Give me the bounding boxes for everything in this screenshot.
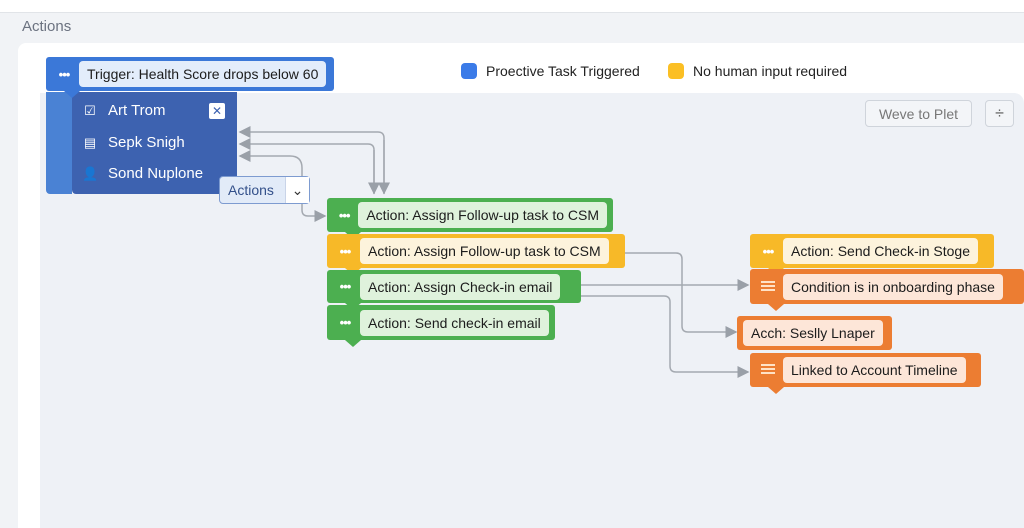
side-menu-item-sond-nuplone[interactable]: 👤 Sond Nuplone [82,165,203,182]
condition-label: Condition is in onboarding phase [783,273,1003,300]
action-block[interactable]: ••• Action: Assign Follow-up task to CSM [327,234,625,275]
legend-item-proactive: Proective Task Triggered [461,63,640,79]
top-bar [0,0,1024,13]
inbox-icon: ▤ [83,134,97,150]
condition-block[interactable]: Condition is in onboarding phase [750,269,1024,311]
more-icon[interactable]: ••• [338,207,351,223]
timeline-label: Linked to Account Timeline [783,357,966,383]
list-icon [761,280,775,293]
action-label: Action: Assign Follow-up task to CSM [358,202,607,228]
action-label: Acch: Seslly Lnaper [743,320,883,346]
side-menu: ☑ Art Trom ✕ ▤ Sepk Snigh 👤 Sond Nuplone [72,92,237,194]
users-icon: 👤 [82,165,99,181]
action-block[interactable]: Acch: Seslly Lnaper [737,316,892,350]
trigger-label: Trigger: Health Score drops below 60 [79,61,327,87]
side-menu-strip [46,92,72,194]
trigger-block[interactable]: ••• Trigger: Health Score drops below 60 [46,57,334,98]
actions-dropdown-value: Actions [228,182,274,198]
more-icon[interactable]: ••• [58,66,71,82]
more-icon[interactable]: ••• [339,243,352,259]
more-icon[interactable]: ••• [339,315,352,330]
action-label: Action: Assign Check-in email [360,273,561,300]
action-label: Action: Send Check-in Stoge [783,238,978,264]
actions-dropdown[interactable]: Actions ⌄ [219,176,310,204]
close-icon[interactable]: ✕ [209,103,225,119]
action-label: Action: Send check-in email [360,309,549,336]
checkbox-icon: ☑ [84,102,96,118]
more-icon[interactable]: ••• [762,243,775,259]
side-menu-item-label: Art Trom [108,102,166,119]
action-block[interactable]: ••• Action: Send Check-in Stoge [750,234,994,275]
action-block[interactable]: ••• Action: Assign Check-in email [327,270,581,310]
legend-label: No human input required [693,63,848,79]
legend-item-no-human: No human input required [668,63,847,79]
side-menu-item-label: Sepk Snigh [108,134,185,151]
legend-label: Proective Task Triggered [486,63,640,79]
side-menu-item-art-trom[interactable]: ☑ Art Trom [82,102,166,119]
move-button[interactable]: Weve to Plet [865,100,972,127]
list-icon [761,364,775,376]
legend-swatch-icon [461,63,477,79]
chevron-down-icon: ⌄ [285,177,309,203]
legend-swatch-icon [668,63,684,79]
action-block[interactable]: ••• Action: Send check-in email [327,305,555,347]
side-menu-item-label: Sond Nuplone [108,165,204,182]
action-block[interactable]: ••• Action: Assign Follow-up task to CSM [327,198,613,239]
action-label: Action: Assign Follow-up task to CSM [360,238,609,264]
page-title: Actions [22,18,72,35]
more-icon[interactable]: ••• [339,279,352,294]
side-menu-item-sepk-snigh[interactable]: ▤ Sepk Snigh [82,134,185,151]
timeline-block[interactable]: Linked to Account Timeline [750,353,981,394]
divide-icon[interactable]: ÷ [985,100,1014,127]
